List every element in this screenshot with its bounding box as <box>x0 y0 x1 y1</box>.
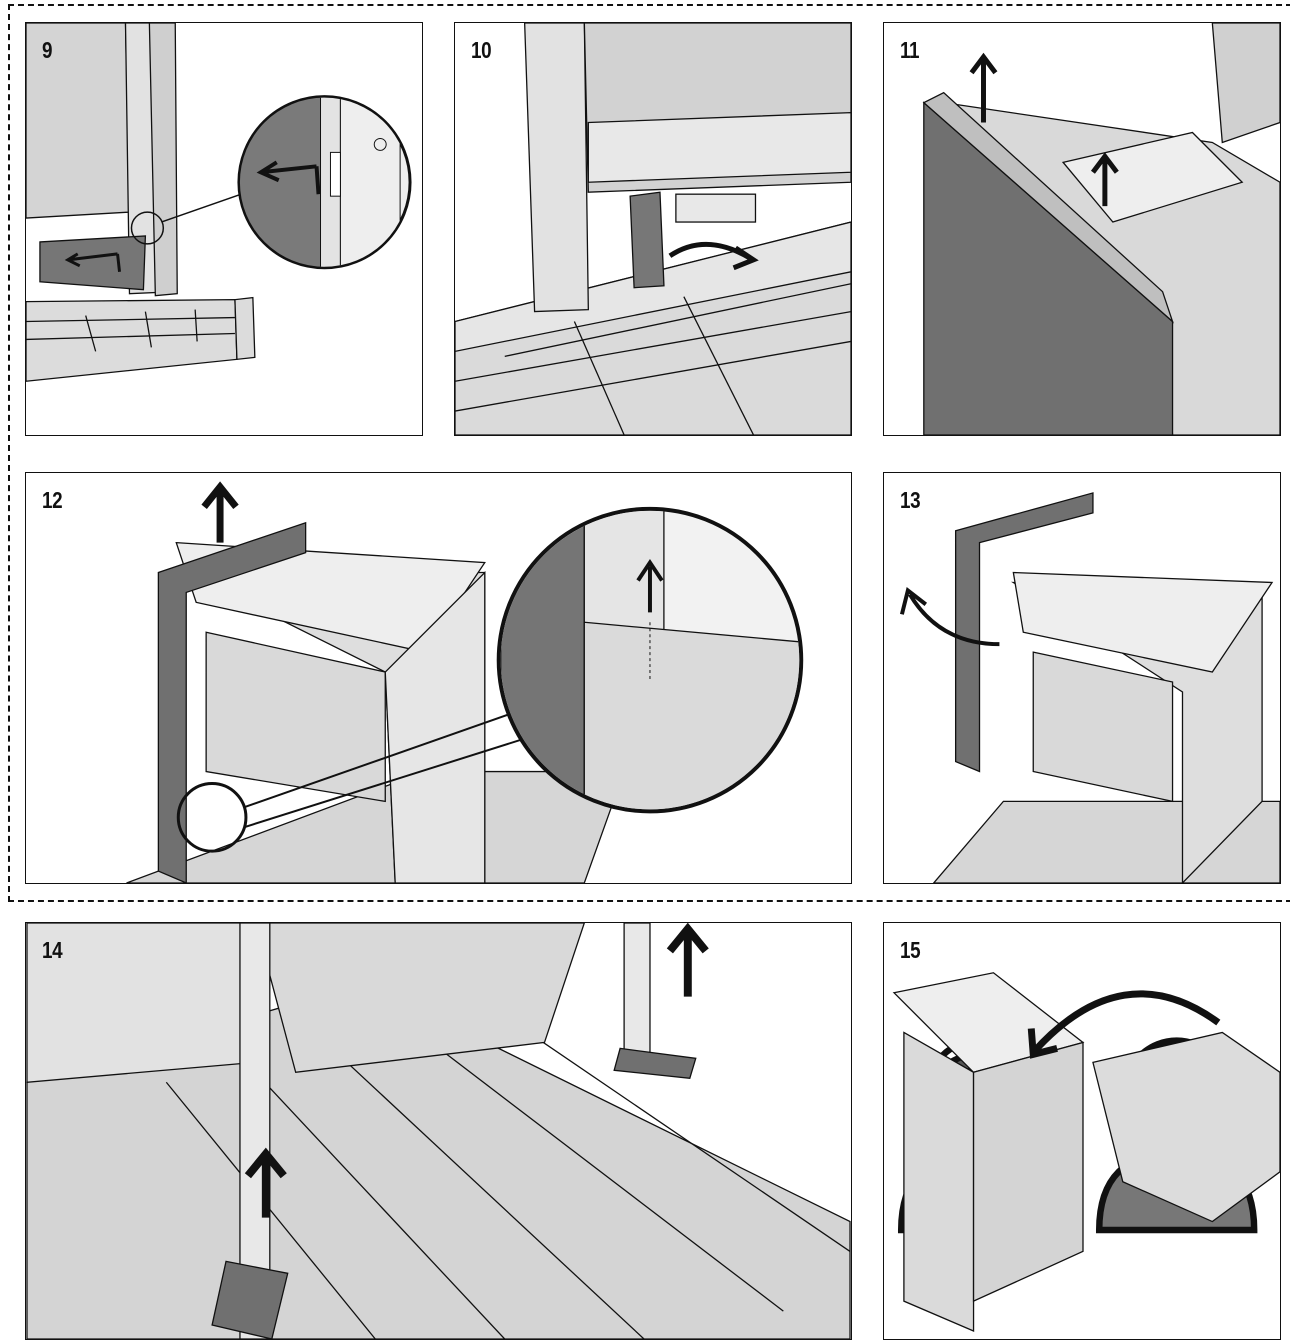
step-10-illustration <box>455 23 851 435</box>
step-10-panel: 10 <box>454 22 852 436</box>
step-14-illustration <box>26 923 851 1339</box>
step-number: 9 <box>42 37 53 63</box>
step-11-panel: 11 <box>883 22 1281 436</box>
step-9-illustration <box>26 23 412 382</box>
step-number: 11 <box>900 37 920 63</box>
step-number: 15 <box>900 937 921 963</box>
dashed-group-outline <box>8 4 1290 902</box>
step-15-panel: 15 <box>883 922 1281 1340</box>
step-14-panel: 14 <box>25 922 852 1340</box>
step-13-panel: 13 <box>883 472 1281 884</box>
step-11-illustration <box>922 23 1280 435</box>
step-13-illustration <box>899 492 1280 883</box>
step-9-panel: 9 <box>25 22 423 436</box>
step-12-illustration <box>126 481 804 883</box>
step-number: 13 <box>900 487 921 513</box>
step-15-illustration <box>892 972 1280 1332</box>
step-number: 10 <box>471 37 492 63</box>
step-number: 14 <box>42 937 63 963</box>
step-number: 12 <box>42 487 63 513</box>
step-12-panel: 12 <box>25 472 852 884</box>
